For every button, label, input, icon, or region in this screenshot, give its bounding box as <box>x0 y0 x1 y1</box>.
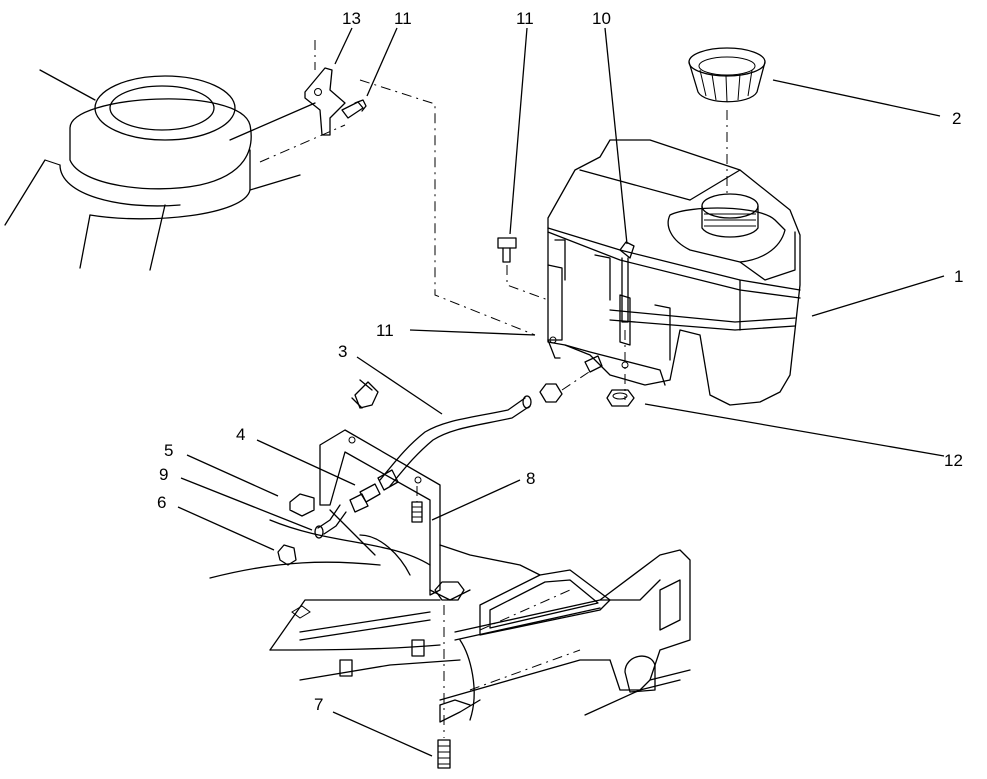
callout-12: 12 <box>944 451 963 470</box>
fuel-tank <box>547 139 801 406</box>
bolt-11-top-left <box>341 99 367 119</box>
bolt-7 <box>437 739 451 769</box>
fuel-valve <box>314 469 399 539</box>
bracket-base-bolt <box>434 581 465 601</box>
callout-9: 9 <box>159 465 168 484</box>
fuel-cap <box>688 47 766 103</box>
nut-12 <box>606 389 635 407</box>
callout-labels: 13 11 11 10 2 1 11 3 12 4 5 9 8 6 7 <box>157 9 963 714</box>
callout-4: 4 <box>236 425 245 444</box>
callout-6: 6 <box>157 493 166 512</box>
bracket-13 <box>304 67 346 136</box>
hose-fitting <box>539 383 563 403</box>
mounting-bracket-8 <box>319 429 471 601</box>
leader-lines <box>177 27 945 757</box>
callout-8: 8 <box>526 469 535 488</box>
callout-1: 1 <box>954 267 963 286</box>
clamp-bolt-10 <box>619 241 635 323</box>
hose-end-6 <box>277 544 297 566</box>
callout-5: 5 <box>164 441 173 460</box>
screw-8 <box>411 501 423 523</box>
callout-13: 13 <box>342 9 361 28</box>
bolt-5 <box>289 493 315 517</box>
callout-11-mid: 11 <box>376 321 394 340</box>
hose-clip <box>351 379 379 409</box>
callout-3: 3 <box>338 342 347 361</box>
mower-frame <box>209 509 691 723</box>
callout-11-top-left: 11 <box>394 9 412 28</box>
callout-7: 7 <box>314 695 323 714</box>
callout-10: 10 <box>592 9 611 28</box>
callout-11-top: 11 <box>516 9 534 28</box>
engine-housing <box>4 69 316 271</box>
fuel-hose <box>379 395 532 487</box>
bolt-11-tank <box>497 237 517 263</box>
callout-2: 2 <box>952 109 961 128</box>
